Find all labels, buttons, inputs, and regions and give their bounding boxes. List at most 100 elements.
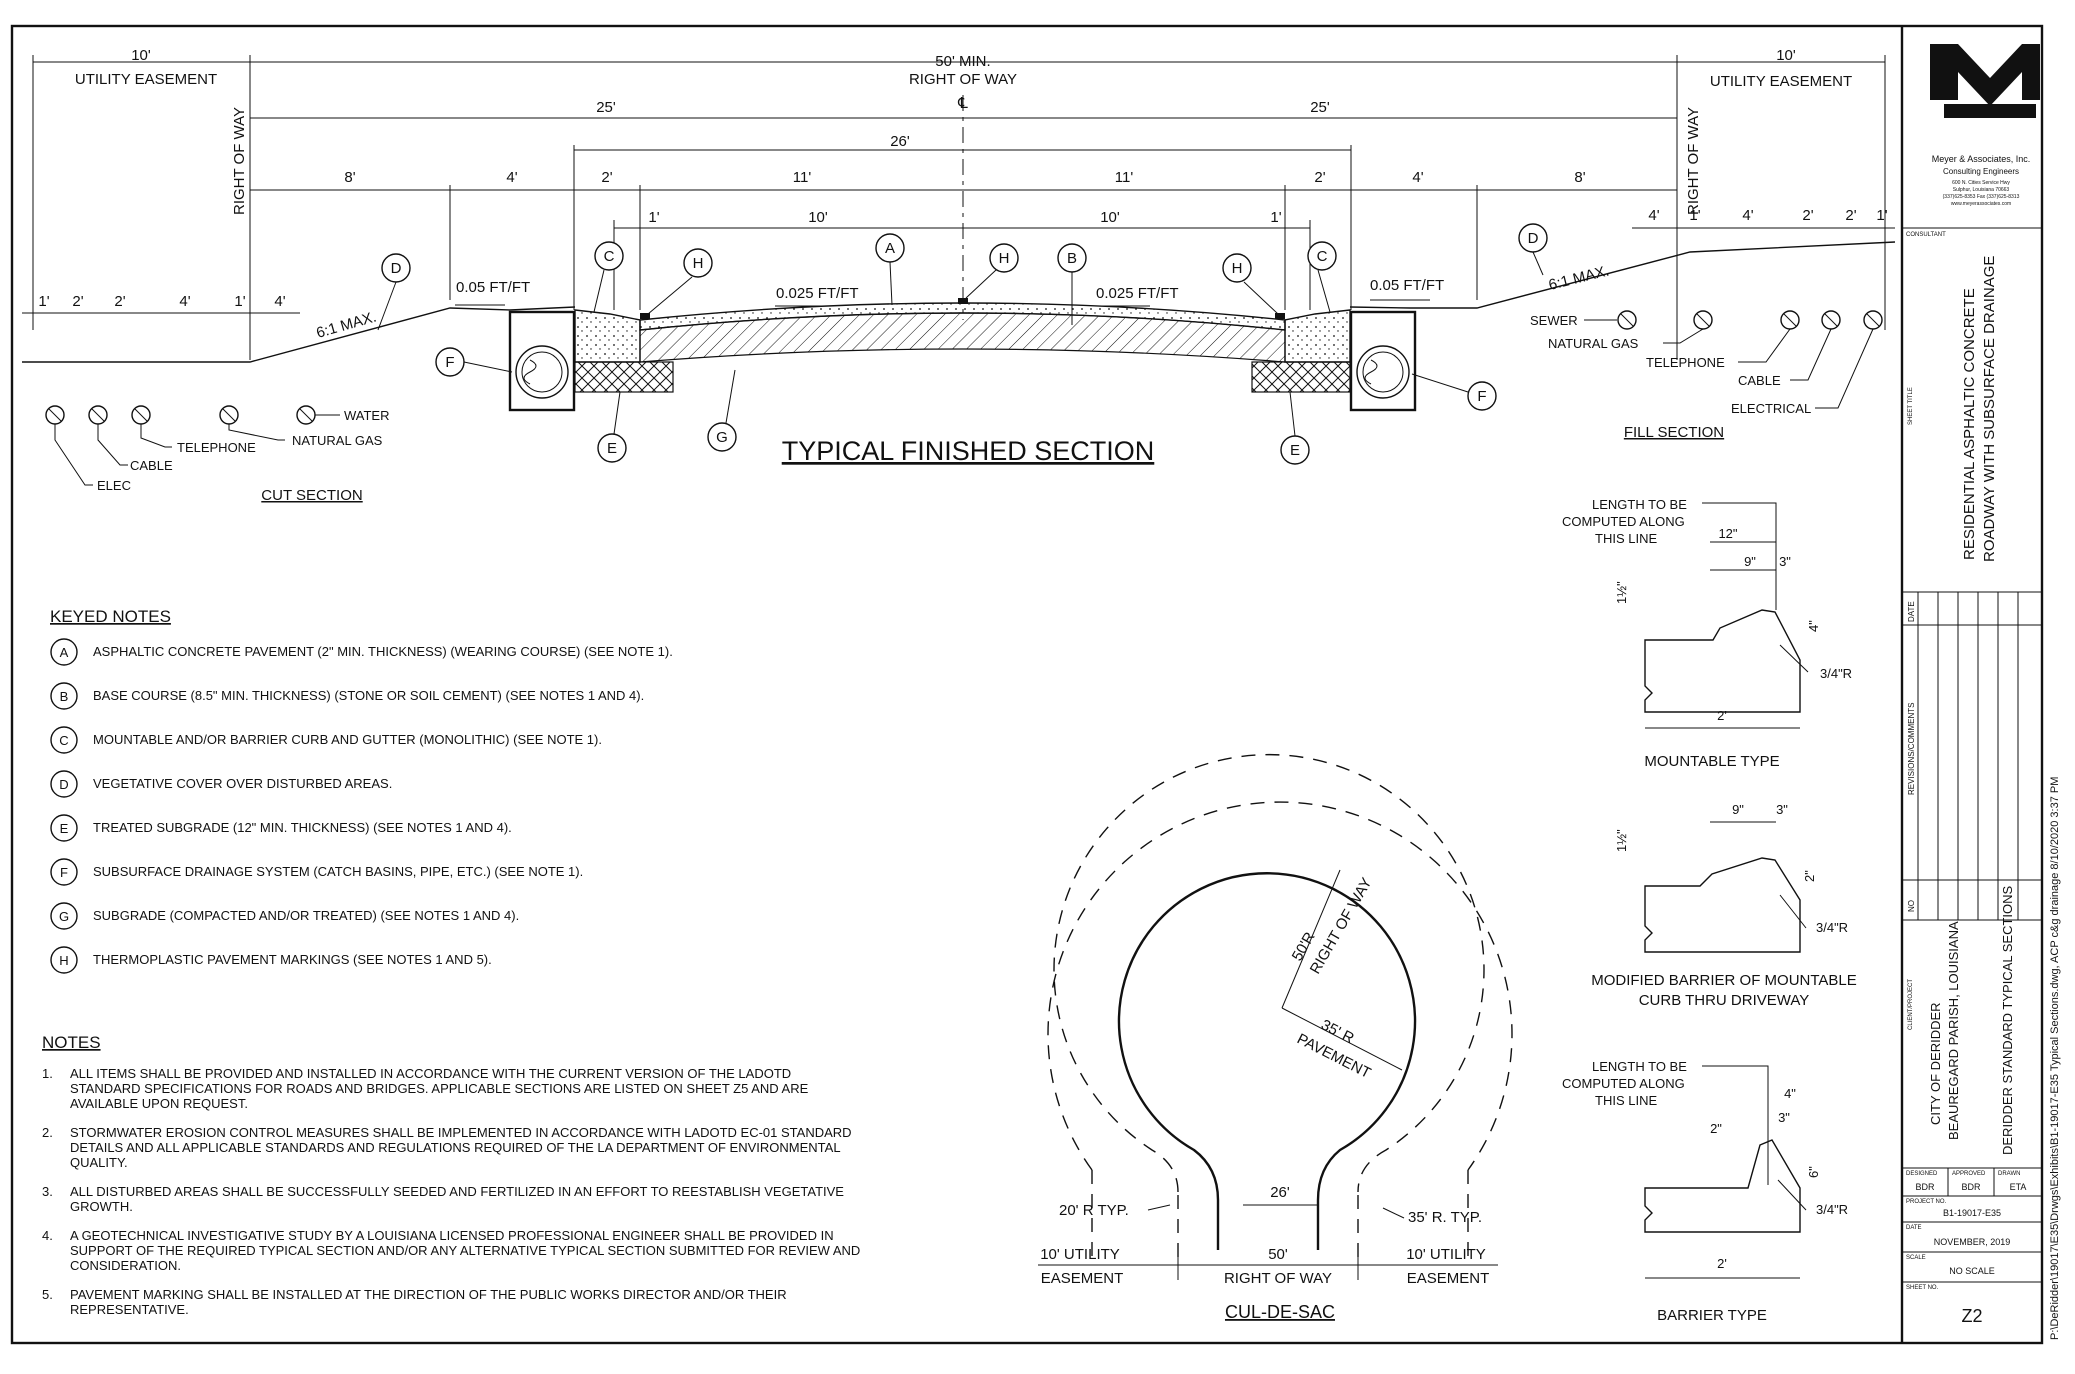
barrier-6in: 6" bbox=[1806, 1166, 1821, 1178]
mountable-radius: 3/4"R bbox=[1820, 666, 1852, 681]
dim-right-2b: 2' bbox=[1845, 207, 1856, 224]
typical-section-title: TYPICAL FINISHED SECTION bbox=[782, 436, 1155, 466]
mountable-length-3: THIS LINE bbox=[1595, 531, 1657, 546]
project-no-value: B1-19017-E35 bbox=[1943, 1208, 2001, 1218]
util-telephone-left: TELEPHONE bbox=[177, 440, 256, 455]
culdesac-easement-left: EASEMENT bbox=[1041, 1270, 1124, 1287]
keyed-note-bubble bbox=[50, 682, 78, 710]
note-line: AVAILABLE UPON REQUEST. bbox=[70, 1096, 248, 1111]
dim-left-2a: 2' bbox=[72, 293, 83, 310]
keyed-note-text: SUBSURFACE DRAINAGE SYSTEM (CATCH BASINS… bbox=[93, 864, 583, 879]
slope-right-shoulder: 0.05 FT/FT bbox=[1370, 277, 1444, 294]
dim-8-right: 8' bbox=[1574, 169, 1585, 186]
sheet-border bbox=[10, 24, 2044, 1345]
barrier-curb-detail: LENGTH TO BE COMPUTED ALONG THIS LINE 4"… bbox=[1562, 1059, 1848, 1324]
sheet-title-1: RESIDENTIAL ASPHALTIC CONCRETE bbox=[1961, 288, 1978, 560]
dim-ue-right: 10' bbox=[1776, 47, 1796, 64]
fill-utilities: SEWER NATURAL GAS TELEPHONE CABLE ELECTR… bbox=[1530, 310, 1883, 416]
barrier-3in: 3" bbox=[1778, 1110, 1790, 1125]
dim-right-4b: 4' bbox=[1742, 207, 1753, 224]
barrier-4in: 4" bbox=[1784, 1086, 1796, 1101]
culdesac-ue-right: 10' UTILITY bbox=[1406, 1246, 1486, 1263]
culdesac-row-bottom: RIGHT OF WAY bbox=[1224, 1270, 1332, 1287]
bubble-c-right: C bbox=[1317, 248, 1328, 265]
mountable-3in: 3" bbox=[1779, 554, 1791, 569]
designed-label: DESIGNED bbox=[1906, 1171, 1938, 1177]
dim-11-right: 11' bbox=[1115, 169, 1134, 186]
note-number: 2. bbox=[42, 1125, 53, 1140]
title-block: Meyer & Associates, Inc. Consulting Engi… bbox=[1902, 44, 2042, 1326]
modified-barrier-detail: 9" 3" 1½" 2" 3/4"R MODIFIED BARRIER OF M… bbox=[1591, 802, 1857, 1009]
note-line: GROWTH. bbox=[70, 1199, 133, 1214]
notes-list: 1.ALL ITEMS SHALL BE PROVIDED AND INSTAL… bbox=[42, 1066, 860, 1317]
project-no-label: PROJECT NO. bbox=[1906, 1199, 1947, 1205]
company-sub: Consulting Engineers bbox=[1943, 167, 2019, 176]
barrier-length-3: THIS LINE bbox=[1595, 1093, 1657, 1108]
date-value: NOVEMBER, 2019 bbox=[1934, 1237, 2011, 1247]
consultant-label: CONSULTANT bbox=[1906, 232, 1946, 238]
note-line: DETAILS AND ALL APPLICABLE STANDARDS AND… bbox=[70, 1140, 841, 1155]
culdesac-ue-left: 10' UTILITY bbox=[1040, 1246, 1120, 1263]
row-vertical-right: RIGHT OF WAY bbox=[1685, 107, 1702, 215]
approved-value: BDR bbox=[1961, 1182, 1981, 1192]
dim-2-right: 2' bbox=[1314, 169, 1325, 186]
bubble-d-left: D bbox=[391, 260, 402, 277]
note-line: SUPPORT OF THE REQUIRED TYPICAL SECTION … bbox=[70, 1243, 860, 1258]
modified-1-5in: 1½" bbox=[1614, 829, 1629, 852]
note-line: CONSIDERATION. bbox=[70, 1258, 181, 1273]
util-cable-left: CABLE bbox=[130, 458, 173, 473]
typical-section: 10' UTILITY EASEMENT 50' MIN. RIGHT OF W… bbox=[22, 47, 1896, 504]
bubble-d-right: D bbox=[1528, 230, 1539, 247]
dim-2-left: 2' bbox=[601, 169, 612, 186]
dim-row: 50' MIN. bbox=[935, 53, 990, 70]
note-line: A GEOTECHNICAL INVESTIGATIVE STUDY BY A … bbox=[70, 1228, 834, 1243]
barrier-radius: 3/4"R bbox=[1816, 1202, 1848, 1217]
dim-half-right: 25' bbox=[1310, 99, 1330, 116]
culdesac-r35typ: 35' R. TYP. bbox=[1408, 1209, 1482, 1226]
modified-3in: 3" bbox=[1776, 802, 1788, 817]
dim-10-left: 10' bbox=[808, 209, 828, 226]
mountable-9in: 9" bbox=[1744, 554, 1756, 569]
sheet-no-value: Z2 bbox=[1961, 1306, 1982, 1326]
keyed-note-text: VEGETATIVE COVER OVER DISTURBED AREAS. bbox=[93, 776, 392, 791]
dim-left-1b: 1' bbox=[234, 293, 245, 310]
note-line: ALL DISTURBED AREAS SHALL BE SUCCESSFULL… bbox=[70, 1184, 844, 1199]
centerline-symbol: ℄ bbox=[957, 95, 968, 112]
mountable-curb-detail: LENGTH TO BE COMPUTED ALONG THIS LINE 12… bbox=[1562, 497, 1852, 770]
client-1: CITY OF DERIDDER bbox=[1928, 1002, 1943, 1125]
keyed-note-bubble bbox=[50, 946, 78, 974]
key-bubbles: A B C C D D E E F F G H H H bbox=[377, 223, 1548, 465]
company-logo bbox=[1930, 44, 2040, 118]
keyed-note-bubble bbox=[50, 902, 78, 930]
company-web: www.meyerassociates.com bbox=[1951, 201, 2011, 207]
dim-right-4a: 4' bbox=[1648, 207, 1659, 224]
keyed-note-bubble bbox=[50, 814, 78, 842]
slope-left-shoulder: 0.05 FT/FT bbox=[456, 279, 530, 296]
drawn-label: DRAWN bbox=[1998, 1171, 2020, 1177]
culdesac-title: CUL-DE-SAC bbox=[1225, 1302, 1335, 1322]
barrier-length-2: COMPUTED ALONG bbox=[1562, 1076, 1685, 1091]
mountable-4in: 4" bbox=[1806, 620, 1821, 632]
dim-4-right: 4' bbox=[1412, 169, 1423, 186]
modified-radius: 3/4"R bbox=[1816, 920, 1848, 935]
dim-left-4a: 4' bbox=[179, 293, 190, 310]
sheet-title-label: SHEET TITLE bbox=[1908, 387, 1914, 425]
modified-2in: 2" bbox=[1802, 870, 1817, 882]
row-vertical-left: RIGHT OF WAY bbox=[231, 107, 248, 215]
dim-left-1a: 1' bbox=[38, 293, 49, 310]
slope-left-lane: 0.025 FT/FT bbox=[776, 285, 859, 302]
bubble-e-left: E bbox=[607, 440, 617, 457]
keyed-notes: KEYED NOTES bbox=[50, 607, 171, 626]
keyed-note-key: G bbox=[59, 909, 69, 924]
note-line: REPRESENTATIVE. bbox=[70, 1302, 189, 1317]
bubble-a: A bbox=[885, 240, 895, 257]
util-natural-gas-right: NATURAL GAS bbox=[1548, 336, 1639, 351]
notes-title: NOTES bbox=[42, 1033, 101, 1052]
dim-right-1b: 1' bbox=[1876, 207, 1887, 224]
barrier-type-title: BARRIER TYPE bbox=[1657, 1307, 1767, 1324]
fill-section-title: FILL SECTION bbox=[1624, 424, 1724, 441]
barrier-2in: 2" bbox=[1710, 1121, 1722, 1136]
note-line: PAVEMENT MARKING SHALL BE INSTALLED AT T… bbox=[70, 1287, 787, 1302]
label-ue-right: UTILITY EASEMENT bbox=[1710, 73, 1852, 90]
dim-left-2b: 2' bbox=[114, 293, 125, 310]
